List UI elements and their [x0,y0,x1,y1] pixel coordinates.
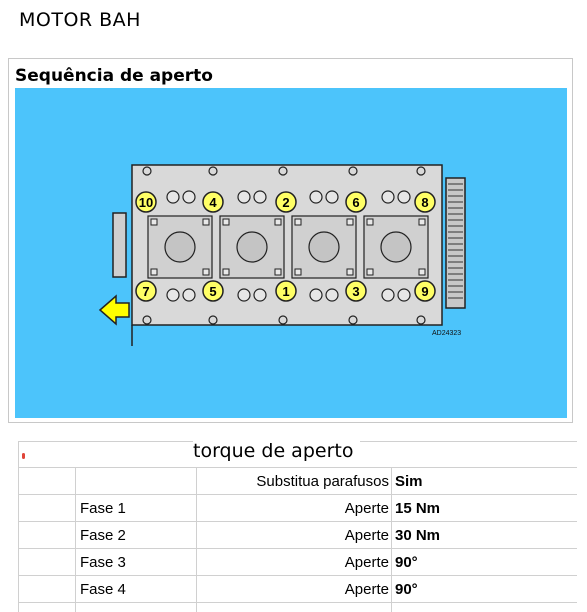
row-value: 90° [395,581,418,598]
bolt-marker: 4 [202,191,224,213]
tightening-sequence-section: Sequência de aperto [8,58,573,423]
section-heading: Sequência de aperto [15,66,213,86]
bolt-number: 4 [209,195,217,210]
row-action: Aperte [344,527,389,544]
bolt-marker: 5 [202,280,224,302]
bolt-number: 2 [282,195,289,210]
row-label: Fase 2 [80,527,126,544]
row-value: 90° [395,554,418,571]
row-value: 15 Nm [395,500,441,517]
bolt-number: 7 [142,284,149,299]
bolt-marker: 7 [135,280,157,302]
row-value: Sim [395,473,423,490]
bolt-marker: 10 [135,191,157,213]
cylinder-head-diagram: 10 4 2 6 8 7 [15,88,567,418]
row-action: Aperte [344,554,389,571]
row-action: Substitua parafusos [256,473,389,490]
row-action: Aperte [344,581,389,598]
bolt-number: 6 [352,195,359,210]
bolt-number: 9 [421,284,428,299]
bolt-marker: 2 [275,191,297,213]
bolt-marker: 6 [345,191,367,213]
bolt-number: 3 [352,284,359,299]
bolt-marker: 9 [414,280,436,302]
table-title: torque de aperto [193,440,354,462]
row-label: Fase 4 [80,581,126,598]
document-title: MOTOR BAH [19,9,141,31]
row-label: Fase 3 [80,554,126,571]
bolt-number: 1 [282,284,289,299]
cylinder-head-drawing: 10 4 2 6 8 7 [98,164,466,346]
row-action: Aperte [344,500,389,517]
row-label: Fase 1 [80,500,126,517]
row-value: 30 Nm [395,527,441,544]
bolt-number: 10 [139,195,153,210]
bolt-number: 8 [421,195,428,210]
diagram-code: AD24323 [432,330,461,337]
bolt-marker: 3 [345,280,367,302]
arrow-left-icon [98,294,130,326]
bolt-marker: 1 [275,280,297,302]
bolt-marker: 8 [414,191,436,213]
bolt-number: 5 [209,284,216,299]
red-dot-icon [22,453,25,459]
